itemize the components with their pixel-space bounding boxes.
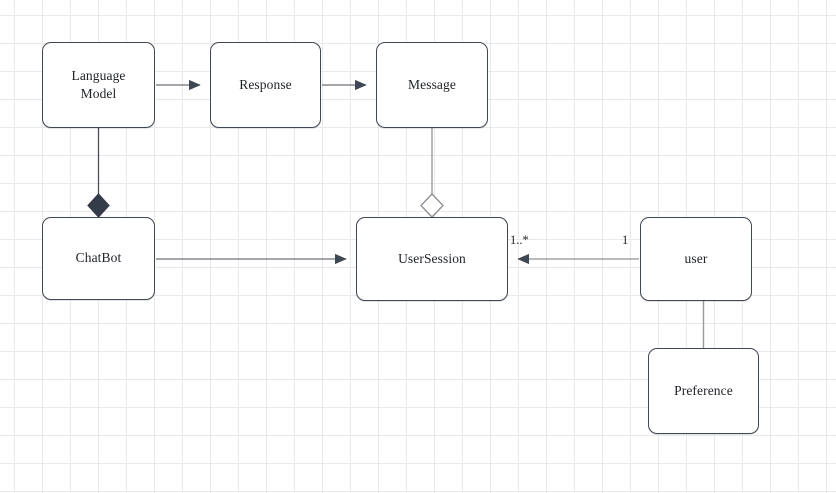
- filled-diamond-marker: [87, 193, 110, 218]
- node-label-usersession: UserSession: [398, 250, 466, 266]
- node-usersession[interactable]: UserSession: [356, 217, 508, 301]
- node-user[interactable]: user: [640, 217, 752, 301]
- node-message[interactable]: Message: [376, 42, 488, 128]
- node-label-user: user: [684, 250, 708, 266]
- edge-label-multiplicity-user: 1: [622, 233, 629, 247]
- node-label-language-model: Language Model: [71, 67, 126, 101]
- node-language-model[interactable]: Language Model: [42, 42, 155, 128]
- node-label-message: Message: [408, 76, 456, 92]
- edge-language-model-to-chatbot: [87, 128, 110, 218]
- node-label-response: Response: [239, 76, 292, 92]
- hollow-diamond-marker: [420, 193, 444, 218]
- node-response[interactable]: Response: [210, 42, 321, 128]
- edge-label-multiplicity-usersession: 1..*: [510, 233, 529, 247]
- node-preference[interactable]: Preference: [648, 348, 759, 434]
- edge-message-to-usersession: [420, 128, 444, 218]
- node-chatbot[interactable]: ChatBot: [42, 217, 155, 300]
- node-label-preference: Preference: [674, 382, 733, 398]
- node-label-chatbot: ChatBot: [75, 250, 122, 266]
